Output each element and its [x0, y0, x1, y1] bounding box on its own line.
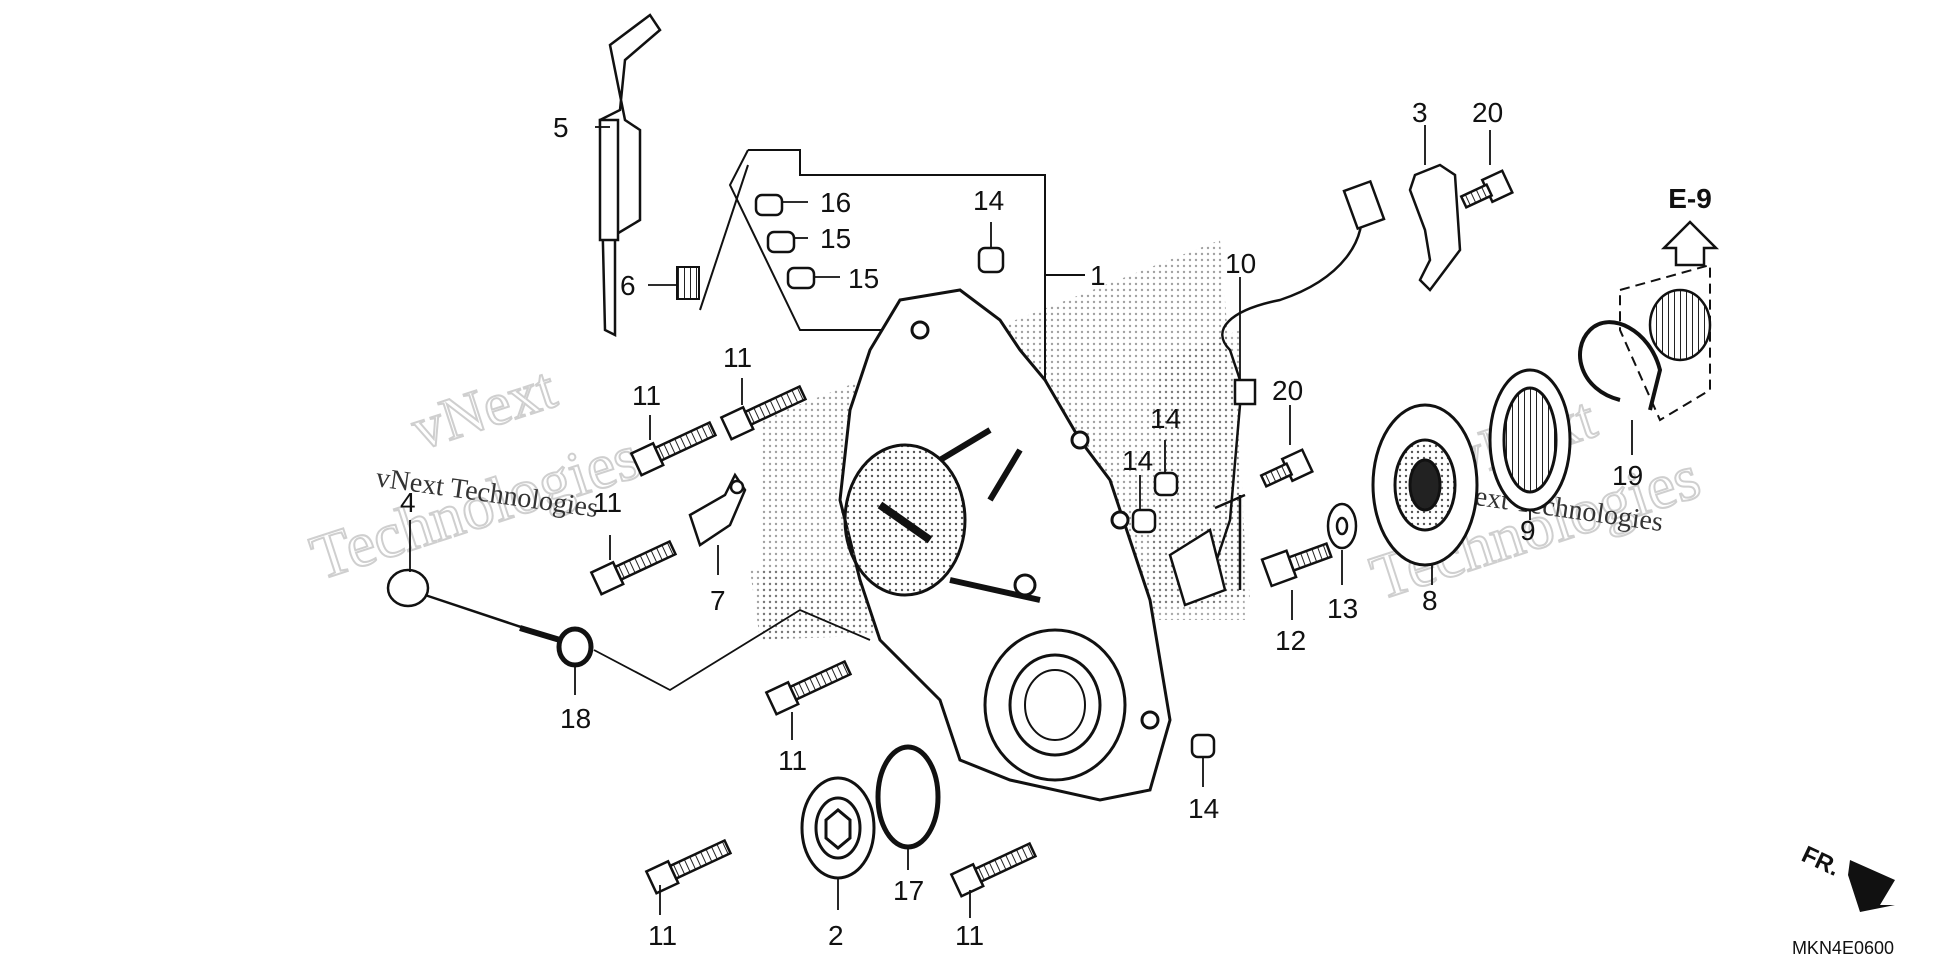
damper-rubber — [676, 266, 700, 300]
callout-11: 11 — [632, 380, 661, 411]
callout-labels: 16 15 15 14 1 5 6 11 11 11 4 7 18 11 11 … — [400, 97, 1643, 951]
callout-11: 11 — [778, 745, 807, 776]
callout-11: 11 — [648, 920, 677, 951]
callout-19: 19 — [1612, 460, 1643, 491]
flange-bolts — [589, 384, 1038, 898]
callout-14: 14 — [1122, 445, 1153, 476]
washer — [1326, 502, 1358, 550]
callout-15: 15 — [848, 263, 879, 294]
cover-cap — [800, 776, 876, 880]
callout-11: 11 — [593, 487, 622, 518]
front-arrow: FR. — [1797, 841, 1895, 912]
callout-13: 13 — [1327, 593, 1358, 624]
callout-11: 11 — [723, 342, 752, 373]
callout-15: 15 — [820, 223, 851, 254]
callout-7: 7 — [710, 585, 726, 616]
callout-4: 4 — [400, 487, 416, 518]
dowel-pins — [977, 246, 1216, 759]
starter-gear — [1371, 403, 1479, 567]
one-way-clutch — [1488, 368, 1572, 512]
figure-code: MKN4E0600 — [1792, 938, 1894, 958]
callout-3: 3 — [1412, 97, 1428, 128]
stay-part — [598, 13, 662, 338]
callout-10: 10 — [1225, 248, 1256, 279]
callout-20: 20 — [1272, 375, 1303, 406]
callout-5: 5 — [553, 112, 569, 143]
callout-2: 2 — [828, 920, 844, 951]
collars — [754, 193, 816, 290]
o-ring-large — [875, 744, 941, 850]
reference-arrow: E-9 — [1660, 183, 1720, 267]
oil-dipstick — [386, 568, 561, 643]
callout-14: 14 — [1188, 793, 1219, 824]
o-ring-small — [556, 626, 594, 668]
callout-9: 9 — [1520, 515, 1536, 546]
circlip — [1578, 320, 1663, 411]
callout-16: 16 — [820, 187, 851, 218]
sensor-harness — [1168, 179, 1386, 607]
front-label: FR. — [1797, 841, 1843, 882]
bolts-short — [1259, 169, 1514, 588]
holder-plate — [1408, 163, 1462, 292]
callout-18: 18 — [560, 703, 591, 734]
callout-17: 17 — [893, 875, 924, 906]
reference-label: E-9 — [1668, 183, 1712, 214]
svg-text:vNext: vNext — [404, 354, 564, 462]
callout-1: 1 — [1090, 260, 1106, 291]
crankcase-cover — [838, 288, 1172, 802]
callout-8: 8 — [1422, 585, 1438, 616]
clamp — [688, 472, 747, 547]
leader-lines — [409, 125, 1633, 918]
callout-14: 14 — [1150, 403, 1181, 434]
callout-14: 14 — [973, 185, 1004, 216]
callout-11: 11 — [955, 920, 984, 951]
callout-12: 12 — [1275, 625, 1306, 656]
needle-bearing — [1619, 263, 1712, 422]
callout-20: 20 — [1472, 97, 1503, 128]
callout-6: 6 — [620, 270, 636, 301]
